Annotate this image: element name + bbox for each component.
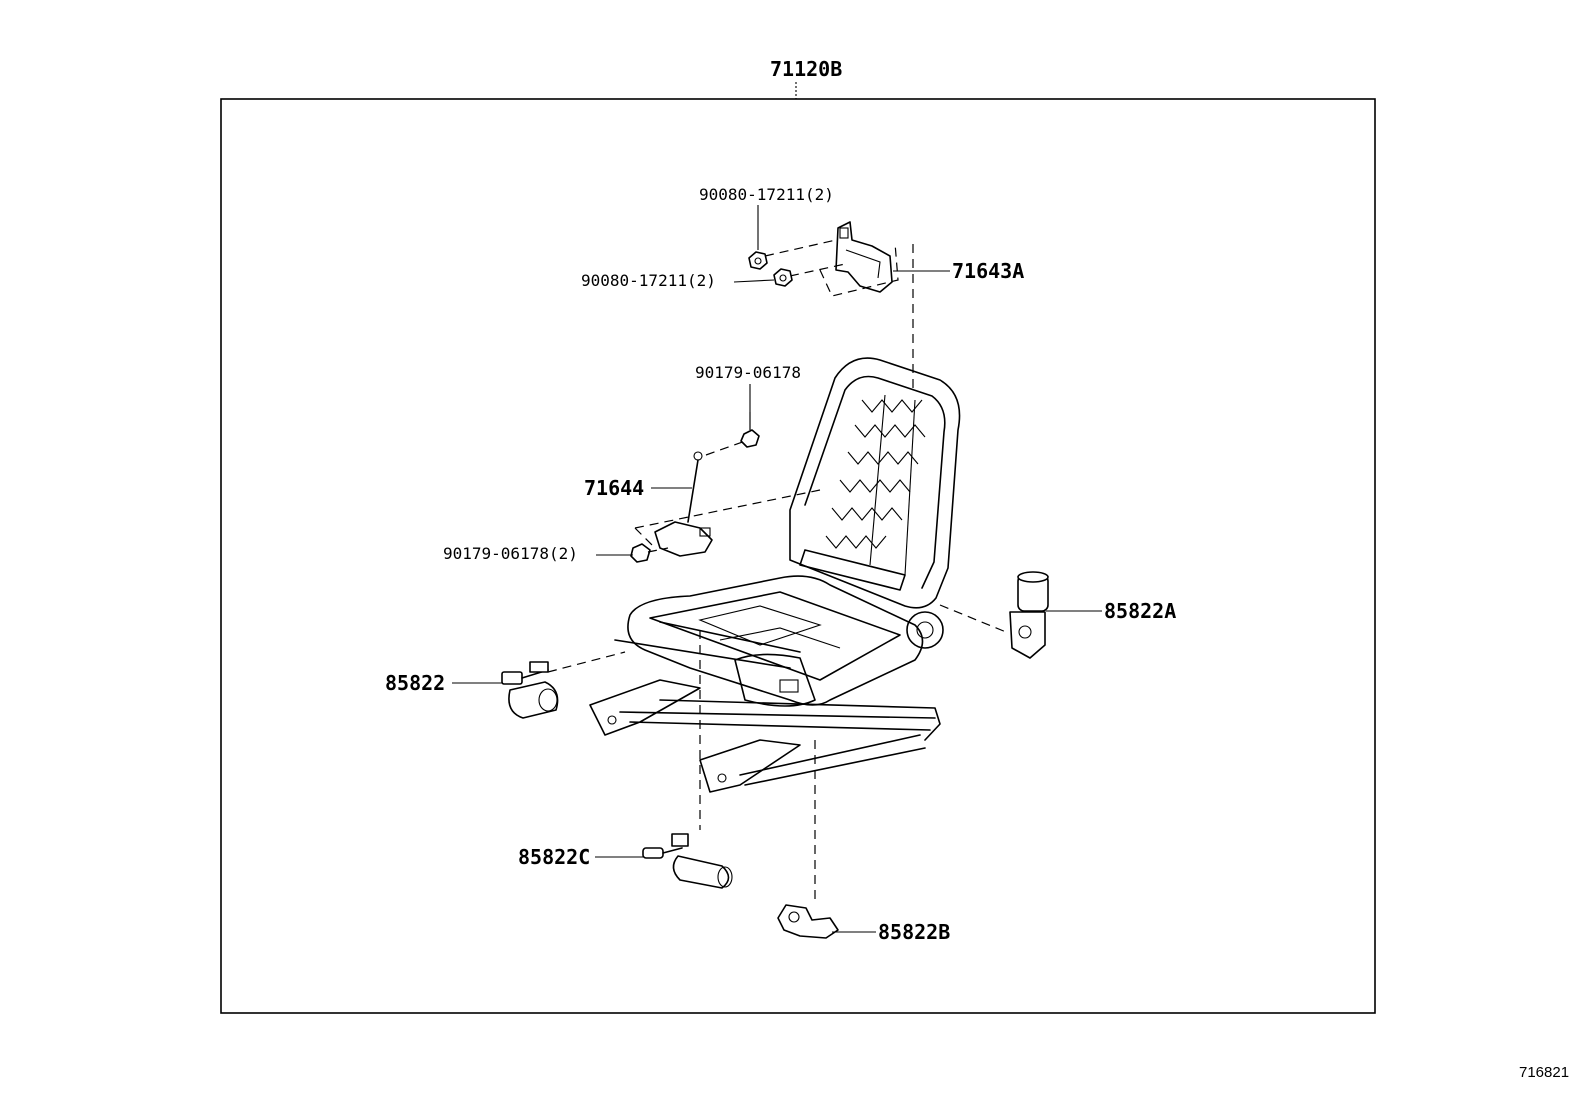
callout-bracket: 71643A [952,259,1025,283]
seat-back-frame [789,357,961,649]
motor-lifter-part [642,833,733,889]
image-code: 716821 [1519,1064,1570,1081]
motor-recline-part [1009,571,1049,659]
assembly-frame-border [220,98,1376,1014]
callout-motor-recline: 85822A [1104,599,1177,623]
callout-bolt-lower: 90179-06178(2) [443,544,578,563]
headrest-bracket-part [835,221,893,293]
callout-lumbar: 71644 [584,476,645,500]
seat-rails [589,679,941,793]
callout-bolt-upper: 90179-06178 [695,363,801,382]
seat-cushion-frame [614,575,924,707]
motor-slide-part [501,661,559,719]
callout-motor-slide: 85822 [385,671,446,695]
assembly-label: 71120B [770,57,843,81]
callout-nut-upper-2: 90080-17211(2) [581,271,716,290]
bracket-outline [819,242,899,297]
callout-nut-upper-1: 90080-17211(2) [699,185,834,204]
lumbar-support-part [654,451,713,557]
motor-tilt-part [777,904,839,939]
nut-upper-1-part [748,251,768,270]
lumbar-outline [634,489,821,549]
nut-upper-2-part [773,268,793,287]
leader-nut-upper-2 [733,279,775,283]
bolt-lower-part [630,543,669,563]
callout-motor-tilt: 85822B [878,920,951,944]
callout-motor-lifter: 85822C [518,845,591,869]
